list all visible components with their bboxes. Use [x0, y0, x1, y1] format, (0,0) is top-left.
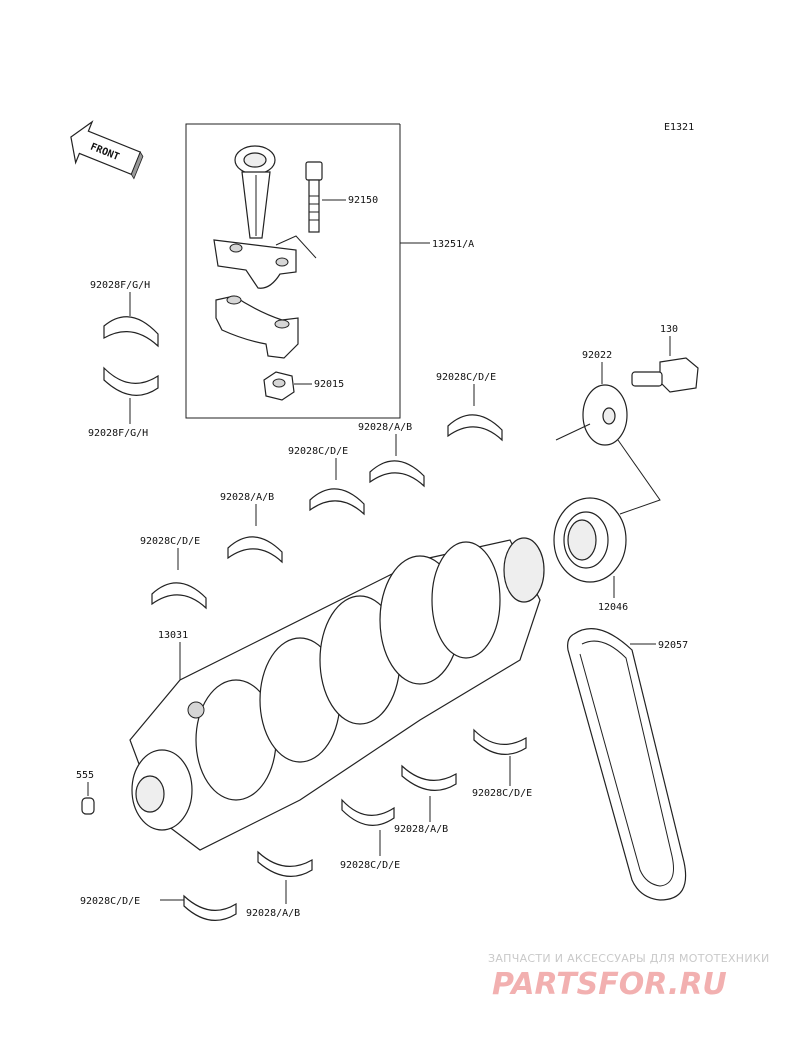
washer [582, 384, 628, 446]
primary-gear [553, 497, 627, 583]
main-bearing-7 [401, 764, 457, 791]
label-bearing-cde-3: 92028C/D/E [140, 536, 200, 547]
main-bearing-6 [473, 728, 527, 755]
pin [81, 797, 95, 815]
conrod-cap [215, 295, 299, 359]
front-arrow-icon: FRONT [70, 120, 144, 180]
label-conrod-assy: 13251/A [432, 239, 474, 250]
watermark-tagline: ЗАПЧАСТИ И АКСЕССУАРЫ ДЛЯ МОТОТЕХНИКИ [488, 952, 770, 965]
label-bearing-cde-4: 92028C/D/E [472, 788, 532, 799]
main-bearing-8 [341, 798, 395, 826]
label-bearing-ab-4: 92028/A/B [246, 908, 300, 919]
label-bearing-cde-6: 92028C/D/E [80, 896, 140, 907]
main-bearing-9 [257, 850, 313, 877]
conrod-bolt [305, 161, 323, 233]
main-bearing-1 [447, 414, 503, 442]
label-washer: 92022 [582, 350, 612, 361]
label-conrod-bolt: 92150 [348, 195, 378, 206]
label-conrod-bearing-upper: 92028F/G/H [90, 280, 150, 291]
main-bearing-2 [369, 460, 425, 488]
label-bearing-cde-2: 92028C/D/E [288, 446, 348, 457]
label-bearing-cde-5: 92028C/D/E [340, 860, 400, 871]
crankshaft [129, 537, 545, 851]
label-crankshaft: 13031 [158, 630, 188, 641]
label-bearing-ab-2: 92028/A/B [220, 492, 274, 503]
label-conrod-nut: 92015 [314, 379, 344, 390]
conrod-box [185, 123, 401, 419]
diagram-code: E1321 [664, 122, 694, 133]
label-bearing-ab-3: 92028/A/B [394, 824, 448, 835]
label-bearing-ab-1: 92028/A/B [358, 422, 412, 433]
cam-chain [567, 628, 687, 901]
conrod-bearing-upper [103, 316, 159, 348]
main-bearing-10 [183, 894, 237, 921]
label-pin: 555 [76, 770, 94, 781]
label-conrod-bearing-lower: 92028F/G/H [88, 428, 148, 439]
label-gear: 12046 [598, 602, 628, 613]
label-chain: 92057 [658, 640, 688, 651]
watermark-logo: PARTSFOR.RU [492, 967, 727, 1002]
main-bearing-3 [309, 488, 365, 516]
main-bearing-5 [151, 582, 207, 610]
label-bearing-cde-1: 92028C/D/E [436, 372, 496, 383]
label-bolt: 130 [660, 324, 678, 335]
conrod-nut [263, 371, 295, 401]
bolt [631, 357, 699, 393]
conrod-bearing-lower [103, 366, 159, 396]
connecting-rod [213, 145, 297, 289]
main-bearing-4 [227, 536, 283, 564]
